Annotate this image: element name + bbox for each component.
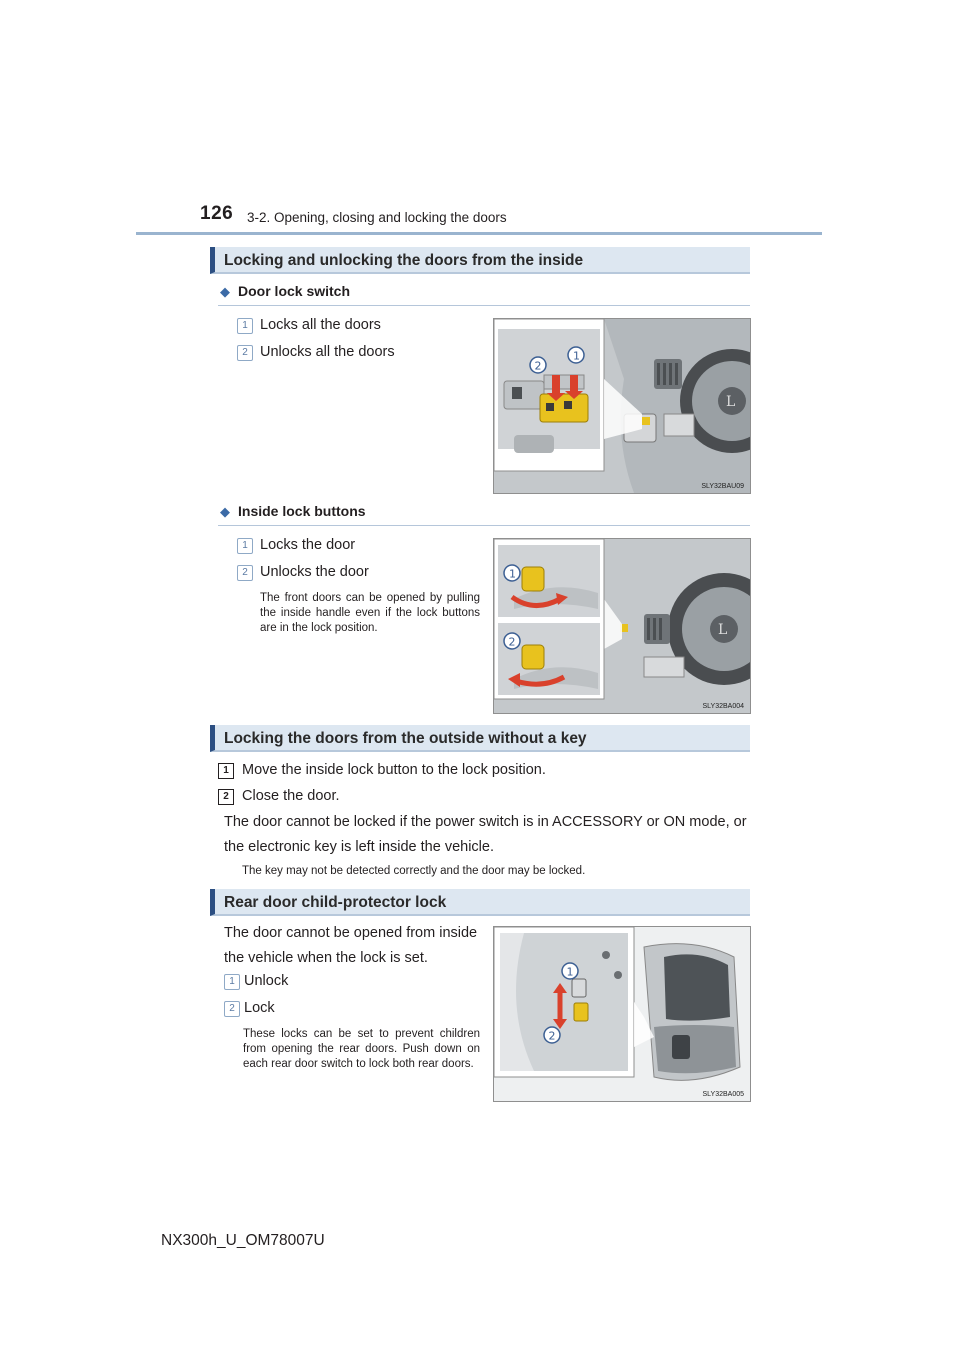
step-number-2: 2: [218, 789, 234, 805]
banner-child-protector: Rear door child-protector lock: [210, 889, 750, 916]
paragraph-child-lock: The door cannot be opened from inside th…: [224, 925, 478, 966]
svg-text:1: 1: [509, 568, 516, 581]
svg-text:L: L: [726, 394, 735, 410]
step-text-2: Close the door.: [242, 788, 340, 804]
item-locks-all: Locks all the doors: [260, 317, 381, 333]
child-lock-illustration: 1 2: [494, 927, 750, 1101]
banner-locking-inside: Locking and unlocking the doors from the…: [210, 247, 750, 274]
callout-1: 1: [237, 318, 253, 334]
header-rule: [136, 232, 822, 235]
door-lock-switch-illustration: L 2 1: [494, 319, 750, 493]
svg-text:2: 2: [549, 1030, 556, 1043]
figure-inside-lock-buttons: L 1 2 SLY32BA004: [493, 538, 751, 714]
section-title: 3-2. Opening, closing and locking the do…: [247, 210, 507, 225]
step-text-1: Move the inside lock button to the lock …: [242, 762, 546, 778]
callout-2: 2: [224, 1001, 240, 1017]
svg-text:2: 2: [535, 360, 542, 373]
figure-code: SLY32BAU09: [701, 483, 744, 490]
diamond-icon: ◆: [220, 284, 230, 299]
callout-2: 2: [237, 345, 253, 361]
step-number-1: 1: [218, 763, 234, 779]
figure-code: SLY32BA004: [702, 703, 744, 710]
footer-model-code: NX300h_U_OM78007U: [161, 1232, 325, 1249]
item-lock: Lock: [244, 1000, 275, 1016]
svg-text:1: 1: [567, 966, 574, 979]
svg-text:L: L: [718, 622, 727, 638]
item-unlocks-all: Unlocks all the doors: [260, 344, 395, 360]
subheading-rule: [218, 525, 750, 526]
note-child-locks: These locks can be set to prevent childr…: [243, 1028, 480, 1070]
figure-child-protector-lock: 1 2 SLY32BA005: [493, 926, 751, 1102]
item-unlock: Unlock: [244, 973, 289, 989]
subheading-inside-lock-buttons: ◆ Inside lock buttons: [220, 503, 366, 520]
note-front-doors: The front doors can be opened by pulling…: [260, 592, 480, 634]
figure-code: SLY32BA005: [702, 1091, 744, 1098]
subheading-door-lock-switch: ◆ Door lock switch: [220, 283, 350, 300]
svg-text:2: 2: [509, 636, 516, 649]
inside-lock-illustration: L 1 2: [494, 539, 750, 713]
callout-1: 1: [237, 538, 253, 554]
subheading-text: Door lock switch: [238, 283, 351, 299]
page-number: 126: [200, 203, 234, 224]
note-key-detection: The key may not be detected correctly an…: [242, 865, 586, 877]
callout-1: 1: [224, 974, 240, 990]
paragraph-cannot-lock: The door cannot be locked if the power s…: [224, 814, 747, 855]
figure-door-lock-switch: L 2 1 SLY32BAU09: [493, 318, 751, 494]
item-locks-door: Locks the door: [260, 537, 356, 553]
svg-text:1: 1: [573, 350, 580, 363]
banner-locking-outside: Locking the doors from the outside witho…: [210, 725, 750, 752]
callout-2: 2: [237, 565, 253, 581]
diamond-icon: ◆: [220, 504, 230, 519]
subheading-text: Inside lock buttons: [238, 503, 366, 519]
subheading-rule: [218, 305, 750, 306]
item-unlocks-door: Unlocks the door: [260, 564, 369, 580]
